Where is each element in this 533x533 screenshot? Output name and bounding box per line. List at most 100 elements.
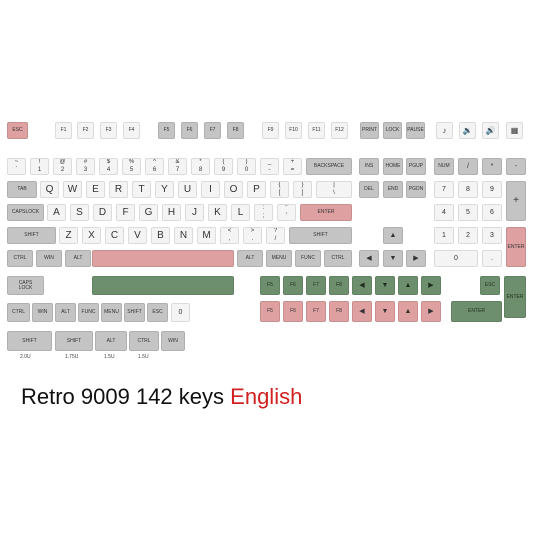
keycap-q: Q xyxy=(40,181,59,198)
keycap-symbol: { [ xyxy=(270,181,289,198)
keycap-symbol: " ' xyxy=(277,204,296,221)
keycap-v: V xyxy=(128,227,147,244)
keycap-pgup: PGUP xyxy=(406,158,426,175)
keycap-4: $ 4 xyxy=(99,158,118,175)
keycap-f5: F5 xyxy=(158,122,175,139)
keycap-0: 0 xyxy=(434,250,478,267)
keycap-ctrl: CTRL xyxy=(7,303,30,322)
keycap-num: NUM xyxy=(434,158,454,175)
keycap-7: 7 xyxy=(434,181,454,198)
keycap-f9: F9 xyxy=(262,122,279,139)
caption-language: English xyxy=(230,384,303,409)
keycap-symbol: . xyxy=(482,250,502,267)
keycap-alt: ALT xyxy=(65,250,91,267)
keycap-symbol: ◀ xyxy=(359,250,379,267)
keycap-3: 3 xyxy=(482,227,502,244)
keycap-a: A xyxy=(47,204,66,221)
keycap-5: % 5 xyxy=(122,158,141,175)
keycap-ctrl: CTRL xyxy=(324,250,352,267)
keycap-shift: SHIFT xyxy=(7,331,52,351)
keycap-symbol: ▲ xyxy=(398,301,418,322)
keycap-8: * 8 xyxy=(191,158,210,175)
calculator-icon: ▦ xyxy=(510,125,519,135)
keycap-symbol: ▼ xyxy=(375,276,395,295)
keycap-2: @ 2 xyxy=(53,158,72,175)
keycap-enter: ENTER xyxy=(506,227,526,267)
keycap-9: 9 xyxy=(482,181,502,198)
keycap-1: 1 xyxy=(434,227,454,244)
keycap-menu: MENU xyxy=(101,303,122,322)
caption-title: Retro 9009 142 keys xyxy=(21,384,225,409)
music-note-icon: ♪ xyxy=(442,125,447,135)
keycap-f5: F5 xyxy=(260,276,280,295)
volume-up-icon: 🔊 xyxy=(485,125,496,135)
keycap-k: K xyxy=(208,204,227,221)
keycap-enter: ENTER xyxy=(504,276,526,318)
keycap-9: ( 9 xyxy=(214,158,233,175)
keycap-symbol: _ - xyxy=(260,158,279,175)
keycap-f8: F8 xyxy=(329,301,349,322)
keycap-esc: ESC xyxy=(480,276,500,295)
keycap-volume-down-icon: 🔉 xyxy=(459,122,476,139)
keycap-f1: F1 xyxy=(55,122,72,139)
keycap-print: PRINT xyxy=(360,122,379,139)
keycap-ctrl: CTRL xyxy=(7,250,33,267)
keycap-z: Z xyxy=(59,227,78,244)
keycap-symbol: ▶ xyxy=(421,301,441,322)
keycap-symbol: } ] xyxy=(293,181,312,198)
keycap-f6: F6 xyxy=(181,122,198,139)
keycap-shift: SHIFT xyxy=(289,227,352,244)
size-label-1-5u-alt: 1.5U xyxy=(104,354,115,360)
keycap-esc: ESC xyxy=(147,303,168,322)
keycap-win: WIN xyxy=(161,331,185,351)
keycap-s: S xyxy=(70,204,89,221)
keycap-music-note-icon: ♪ xyxy=(436,122,453,139)
keycap-0: ) 0 xyxy=(237,158,256,175)
keycap-symbol: ▲ xyxy=(398,276,418,295)
keycap-l: L xyxy=(231,204,250,221)
keycap-j: J xyxy=(185,204,204,221)
keycap-0: 0 xyxy=(171,303,190,322)
keycap-r: R xyxy=(109,181,128,198)
keycap-m: M xyxy=(197,227,216,244)
keycap-symbol: ▲ xyxy=(383,227,403,244)
keycap-t: T xyxy=(132,181,151,198)
keycap-symbol: + = xyxy=(283,158,302,175)
keycap-1: ! 1 xyxy=(30,158,49,175)
keycap-symbol: ▼ xyxy=(383,250,403,267)
keycap-shift: SHIFT xyxy=(124,303,145,322)
product-caption: Retro 9009 142 keys English xyxy=(21,384,302,410)
keycap-f8: F8 xyxy=(329,276,349,295)
keycap-shift: SHIFT xyxy=(55,331,93,351)
keycap-pause: PAUSE xyxy=(406,122,425,139)
keycap-calculator-icon: ▦ xyxy=(506,122,523,139)
keycap-f12: F12 xyxy=(331,122,348,139)
keycap-i: I xyxy=(201,181,220,198)
keycap-home: HOME xyxy=(383,158,403,175)
keycap-func: FUNC xyxy=(78,303,99,322)
keycap-enter: ENTER xyxy=(300,204,352,221)
keycap-pgdn: PGDN xyxy=(406,181,426,198)
keycap-symbol: ◀ xyxy=(352,276,372,295)
keycap-f7: F7 xyxy=(306,276,326,295)
keycap-f5: F5 xyxy=(260,301,280,322)
size-label-2u: 2.0U xyxy=(20,354,31,360)
keycap-symbol: ◀ xyxy=(352,301,372,322)
keycap-symbol: + xyxy=(506,181,526,221)
keycap-f2: F2 xyxy=(77,122,94,139)
keycap-symbol: ▼ xyxy=(375,301,395,322)
keycap-f3: F3 xyxy=(100,122,117,139)
size-label-1-75u: 1.75U xyxy=(65,354,79,360)
keycap-symbol: ? / xyxy=(266,227,285,244)
keycap-lock: LOCK xyxy=(383,122,402,139)
keycap-esc: ESC xyxy=(7,122,28,139)
keycap-y: Y xyxy=(155,181,174,198)
keycap-alt: ALT xyxy=(55,303,76,322)
size-label-1-5u-ctrl: 1.5U xyxy=(138,354,149,360)
keycap-d: D xyxy=(93,204,112,221)
keycap-symbol: | \ xyxy=(316,181,352,198)
keycap-o: O xyxy=(224,181,243,198)
keycap-symbol: : ; xyxy=(254,204,273,221)
keycap-f4: F4 xyxy=(123,122,140,139)
keycap-menu: MENU xyxy=(266,250,292,267)
